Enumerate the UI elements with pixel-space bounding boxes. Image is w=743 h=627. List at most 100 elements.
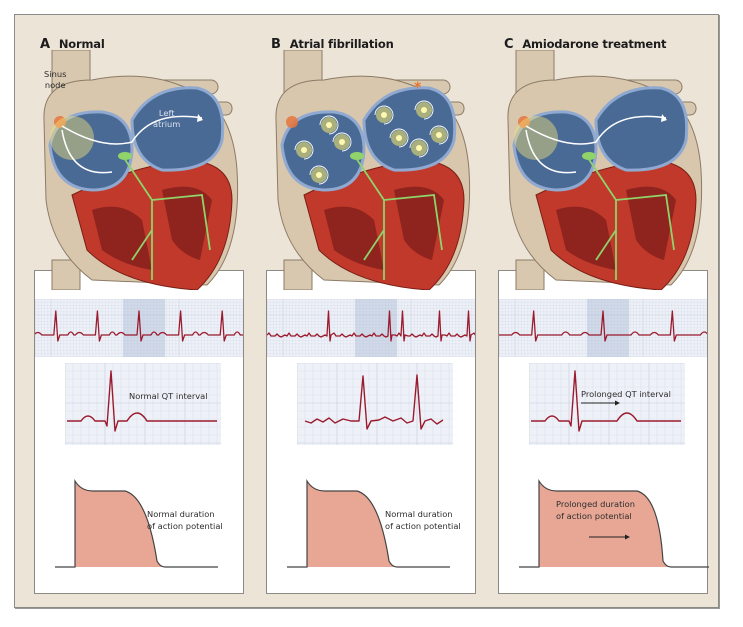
qt-grid	[65, 363, 221, 445]
heart-body: *	[275, 50, 471, 290]
action-potential-fill	[539, 481, 671, 567]
ectopic-focus	[316, 172, 322, 178]
panel-a-card: Normal QT interval Normal duration of ac…	[34, 270, 244, 594]
conduction-arrow-path-2	[525, 129, 577, 174]
qt-grid-bg	[529, 363, 685, 445]
panel-a-ap-label-1: Normal duration	[147, 509, 215, 519]
reentry-circuit	[389, 128, 409, 148]
right-ventricle-cavity	[324, 206, 384, 270]
left-atrium-label-line2: atrium	[153, 119, 181, 129]
sinus-glow	[50, 116, 94, 160]
left-ventricle-cavity	[162, 186, 212, 260]
ectopic-focus	[339, 139, 345, 145]
panel-a-qt-chart	[65, 363, 221, 445]
arrow-head	[661, 114, 667, 122]
ecg-trace	[35, 310, 243, 342]
reentry-circuit	[429, 125, 449, 145]
panel-b-letter: B	[271, 37, 281, 52]
panel-a-action-potential	[55, 478, 218, 568]
conduction-arrow-path	[61, 115, 203, 145]
conduction-system	[587, 157, 675, 280]
ectopic-focus	[381, 112, 387, 118]
panel-b-action-potential	[287, 478, 450, 568]
qt-grid-bg	[297, 363, 453, 445]
panel-c-heart-illustration	[507, 50, 703, 290]
arrow-head	[197, 114, 203, 122]
ectopic-focus	[326, 122, 332, 128]
action-potential-fill	[307, 481, 397, 567]
panel-c-title: C Amiodarone treatment	[504, 37, 667, 52]
ecg-strip-grid	[35, 299, 243, 357]
ecg-strip-highlight	[123, 299, 165, 357]
panel-a-qt-label: Normal QT interval	[129, 391, 208, 401]
sinus-node	[286, 116, 298, 128]
panel-a-heart-illustration	[43, 50, 239, 290]
panel-a-ecg-strip	[35, 299, 243, 357]
ecg-strip-grid	[267, 299, 475, 357]
reentry-circuit	[309, 165, 329, 185]
action-potential-fill	[75, 481, 165, 567]
av-node	[118, 152, 132, 160]
reentry-circuit	[414, 100, 434, 120]
conduction-system	[355, 157, 443, 280]
panel-b-ap-label-2: of action potential	[385, 521, 461, 531]
qt-grid	[529, 363, 685, 445]
reentry-circuit	[319, 115, 339, 135]
panel-c-ap-label-2: of action potential	[556, 511, 632, 521]
heart-body	[507, 50, 703, 290]
qt-grid-bg	[65, 363, 221, 445]
action-potential-trace	[287, 478, 450, 568]
right-ventricle-cavity	[556, 206, 616, 270]
panel-b-card: Normal duration of action potential	[266, 270, 476, 594]
panel-a-letter: A	[40, 37, 50, 52]
left-atrium	[594, 86, 689, 172]
left-atrium	[130, 86, 225, 172]
panel-b-title: B Atrial fibrillation	[271, 37, 394, 52]
ecg-trace	[267, 310, 475, 342]
ecg-strip-highlight	[587, 299, 629, 357]
av-node	[350, 152, 364, 160]
sinus-node	[518, 116, 530, 128]
action-potential-trace	[55, 478, 218, 568]
panel-b-ecg-strip	[267, 299, 475, 357]
av-node	[582, 152, 596, 160]
qt-trace	[67, 370, 217, 432]
sinus-node	[54, 116, 66, 128]
qt-trace	[531, 370, 681, 432]
sinus-glow	[514, 116, 558, 160]
left-atrium-label-line1: Left	[158, 108, 175, 118]
panel-b-title-text: Atrial fibrillation	[289, 37, 394, 51]
qt-grid	[297, 363, 453, 445]
panel-b-heart-illustration: *	[275, 50, 471, 290]
left-ventricle-cavity	[394, 186, 444, 260]
right-atrium	[280, 110, 366, 192]
reentry-circuit	[374, 105, 394, 125]
reentry-circuit	[332, 132, 352, 152]
qt-arrow-head	[615, 400, 620, 406]
ectopic-focus	[421, 107, 427, 113]
right-ventricle-cavity	[92, 206, 152, 270]
asterisk-icon: *	[414, 80, 422, 96]
left-atrium-label: Left atrium	[153, 108, 180, 130]
panel-c-qt-chart	[529, 363, 685, 445]
conduction-system	[123, 157, 211, 280]
conduction-arrow-path	[525, 115, 667, 145]
conduction-arrow-path-2	[61, 129, 113, 174]
left-ventricle-cavity	[626, 186, 676, 260]
panel-c-letter: C	[504, 37, 514, 52]
panel-c-action-potential	[519, 478, 709, 568]
panel-b-ap-label-1: Normal duration	[385, 509, 453, 519]
heart-body	[43, 50, 239, 290]
reentry-circuit	[294, 140, 314, 160]
sinus-node-label: Sinus node	[44, 69, 66, 91]
panel-a-ap-label-2: of action potential	[147, 521, 223, 531]
qt-trace	[304, 374, 444, 430]
ectopic-focus	[301, 147, 307, 153]
sinus-node-label-line2: node	[44, 80, 66, 90]
ecg-trace	[499, 310, 707, 342]
panel-c-title-text: Amiodarone treatment	[522, 37, 667, 51]
ectopic-focus	[436, 132, 442, 138]
ectopic-focus	[396, 135, 402, 141]
panel-c-ap-label-1: Prolonged duration	[556, 499, 635, 509]
